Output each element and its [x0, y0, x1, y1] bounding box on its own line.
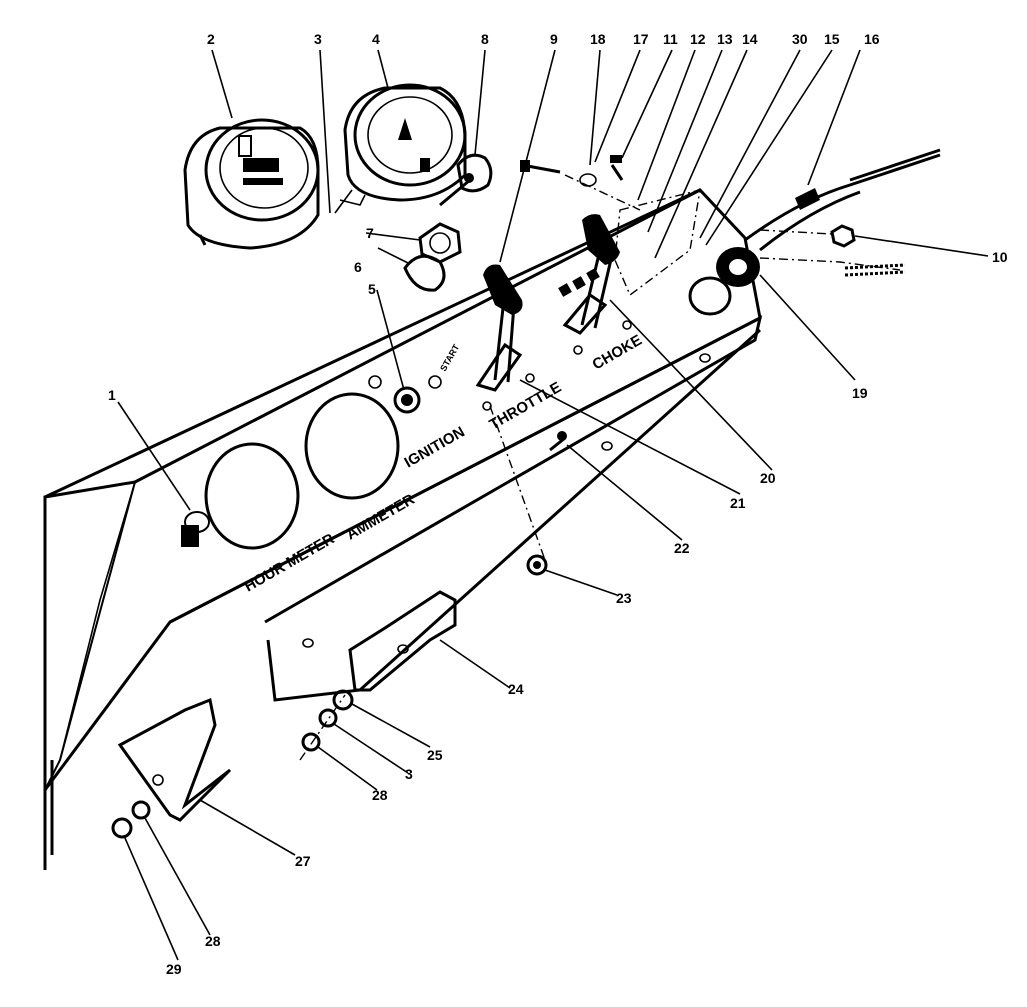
- throttle-lever: [483, 264, 523, 383]
- hour-meter: [183, 118, 320, 250]
- callout-27: 27: [295, 853, 311, 869]
- callout-4: 4: [372, 31, 380, 47]
- callout-11: 11: [663, 31, 678, 47]
- callout-8: 8: [481, 31, 489, 47]
- callout-3b: 3: [405, 766, 413, 782]
- bracket-24: [348, 590, 457, 692]
- callout-30: 30: [792, 31, 808, 47]
- callout-10: 10: [992, 249, 1008, 265]
- ignition-key: [439, 153, 493, 207]
- callout-13: 13: [717, 31, 733, 47]
- lock-washer: [403, 254, 446, 292]
- callout-5: 5: [368, 281, 376, 297]
- callout-28: 28: [372, 787, 388, 803]
- throttle-cable: [744, 148, 941, 277]
- choke-indicator-blocks: [558, 268, 600, 297]
- callout-29: 29: [166, 961, 182, 977]
- start-label: START: [438, 342, 462, 373]
- grommet: [716, 247, 760, 287]
- leader-lines: [117, 49, 989, 961]
- ammeter-hole: [304, 392, 400, 500]
- accessory-hole: [688, 276, 732, 316]
- hour-meter-label: HOUR METER: [242, 530, 338, 595]
- callout-19: 19: [852, 385, 868, 401]
- callout-16: 16: [864, 31, 880, 47]
- callout-18: 18: [590, 31, 606, 47]
- callout-6: 6: [354, 259, 362, 275]
- hour-meter-hole: [204, 442, 300, 550]
- callout-25: 25: [427, 747, 443, 763]
- choke-lever: [580, 214, 620, 329]
- callout-12: 12: [690, 31, 706, 47]
- ammeter: [334, 83, 467, 214]
- callout-22: 22: [674, 540, 690, 556]
- callout-14: 14: [742, 31, 758, 47]
- lockwasher-28: [301, 732, 321, 752]
- lockwasher-28b: [131, 800, 151, 820]
- ignition-nut: [418, 222, 462, 264]
- callout-15: 15: [824, 31, 840, 47]
- choke-slot: [562, 293, 608, 335]
- callout-7: 7: [366, 225, 374, 241]
- washer-25: [332, 689, 354, 711]
- callout-1: 1: [108, 387, 116, 403]
- callout-2: 2: [207, 31, 215, 47]
- ignition-label: IGNITION: [402, 423, 468, 471]
- nut-23: [526, 554, 548, 576]
- callout-28b: 28: [205, 933, 221, 949]
- choke-pivot-assembly: [614, 189, 701, 297]
- callout-20: 20: [760, 470, 776, 486]
- nut-3: [318, 708, 338, 728]
- callout-3: 3: [314, 31, 322, 47]
- choke-label: CHOKE: [590, 332, 645, 374]
- callout-9: 9: [550, 31, 558, 47]
- ignition-switch: [393, 386, 421, 414]
- callout-17: 17: [633, 31, 649, 47]
- push-button-1: [181, 511, 210, 547]
- callout-24: 24: [508, 681, 524, 697]
- nut-29: [111, 817, 133, 839]
- callout-23: 23: [616, 590, 632, 606]
- top-hardware: [520, 155, 641, 211]
- instrument-panel: HOUR METER AMMETER IGNITION THROTTLE CHO…: [43, 188, 763, 870]
- bracket-27: [117, 697, 232, 822]
- nut-10: [830, 224, 856, 248]
- callout-21: 21: [730, 495, 746, 511]
- callout-numbers: 1 2 3 4 5 6 7 8 9 18 17 11 12 13 14 30 1…: [108, 31, 1008, 977]
